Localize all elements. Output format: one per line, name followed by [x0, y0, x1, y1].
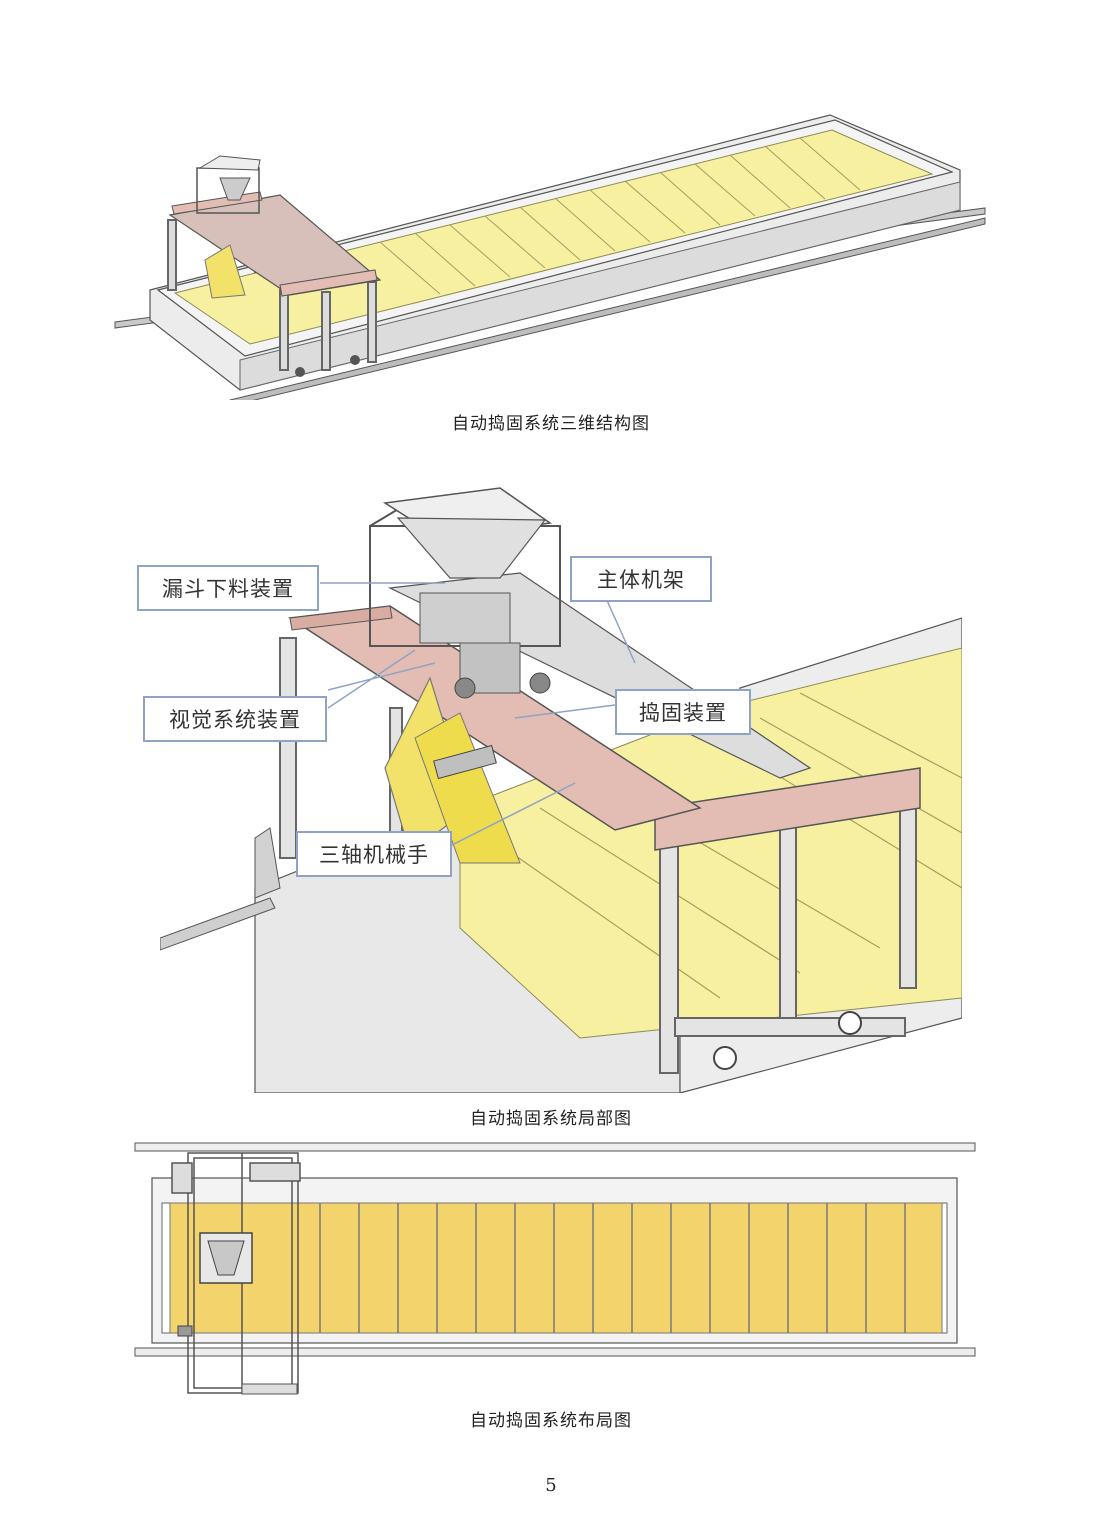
page-number: 5	[545, 1475, 557, 1496]
callout-three-axis-manipulator: 三轴机械手	[296, 831, 452, 877]
callout-main-frame: 主体机架	[570, 556, 712, 602]
figure-layout-plan	[134, 1142, 976, 1395]
callout-tamping-device: 捣固装置	[615, 689, 751, 735]
figure-3-caption: 自动捣固系统布局图	[470, 1411, 632, 1431]
callout-vision-system-device: 视觉系统装置	[143, 696, 327, 742]
figure-3d-structure	[114, 114, 986, 400]
callout-hopper-feeding-device: 漏斗下料装置	[137, 565, 319, 611]
figure-2-caption: 自动捣固系统局部图	[470, 1109, 632, 1129]
figure-1-caption: 自动捣固系统三维结构图	[452, 414, 650, 434]
